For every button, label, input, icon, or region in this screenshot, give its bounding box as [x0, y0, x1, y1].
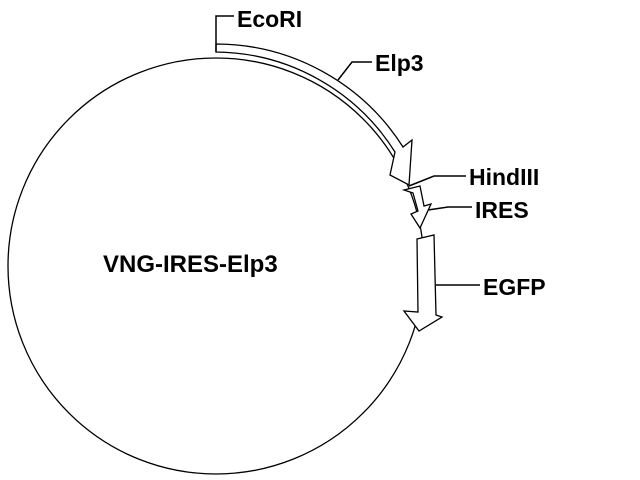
plasmid-name-label: VNG-IRES-Elp3	[103, 251, 278, 278]
elp3-feature-arrow	[215, 43, 413, 187]
ires-feature-arrow	[401, 185, 433, 230]
ecori-site-tick	[215, 15, 234, 52]
hindiii-leader-line	[408, 175, 466, 187]
ires-feature-label: IRES	[475, 197, 529, 223]
ecori-site-label: EcoRI	[237, 6, 302, 32]
hindiii-site-label: HindIII	[469, 164, 539, 190]
egfp-feature-arrow	[402, 234, 444, 332]
elp3-feature-label: Elp3	[375, 50, 424, 76]
egfp-feature-label: EGFP	[483, 274, 546, 300]
ires-leader-line	[427, 206, 472, 211]
elp3-leader-line	[337, 61, 372, 81]
